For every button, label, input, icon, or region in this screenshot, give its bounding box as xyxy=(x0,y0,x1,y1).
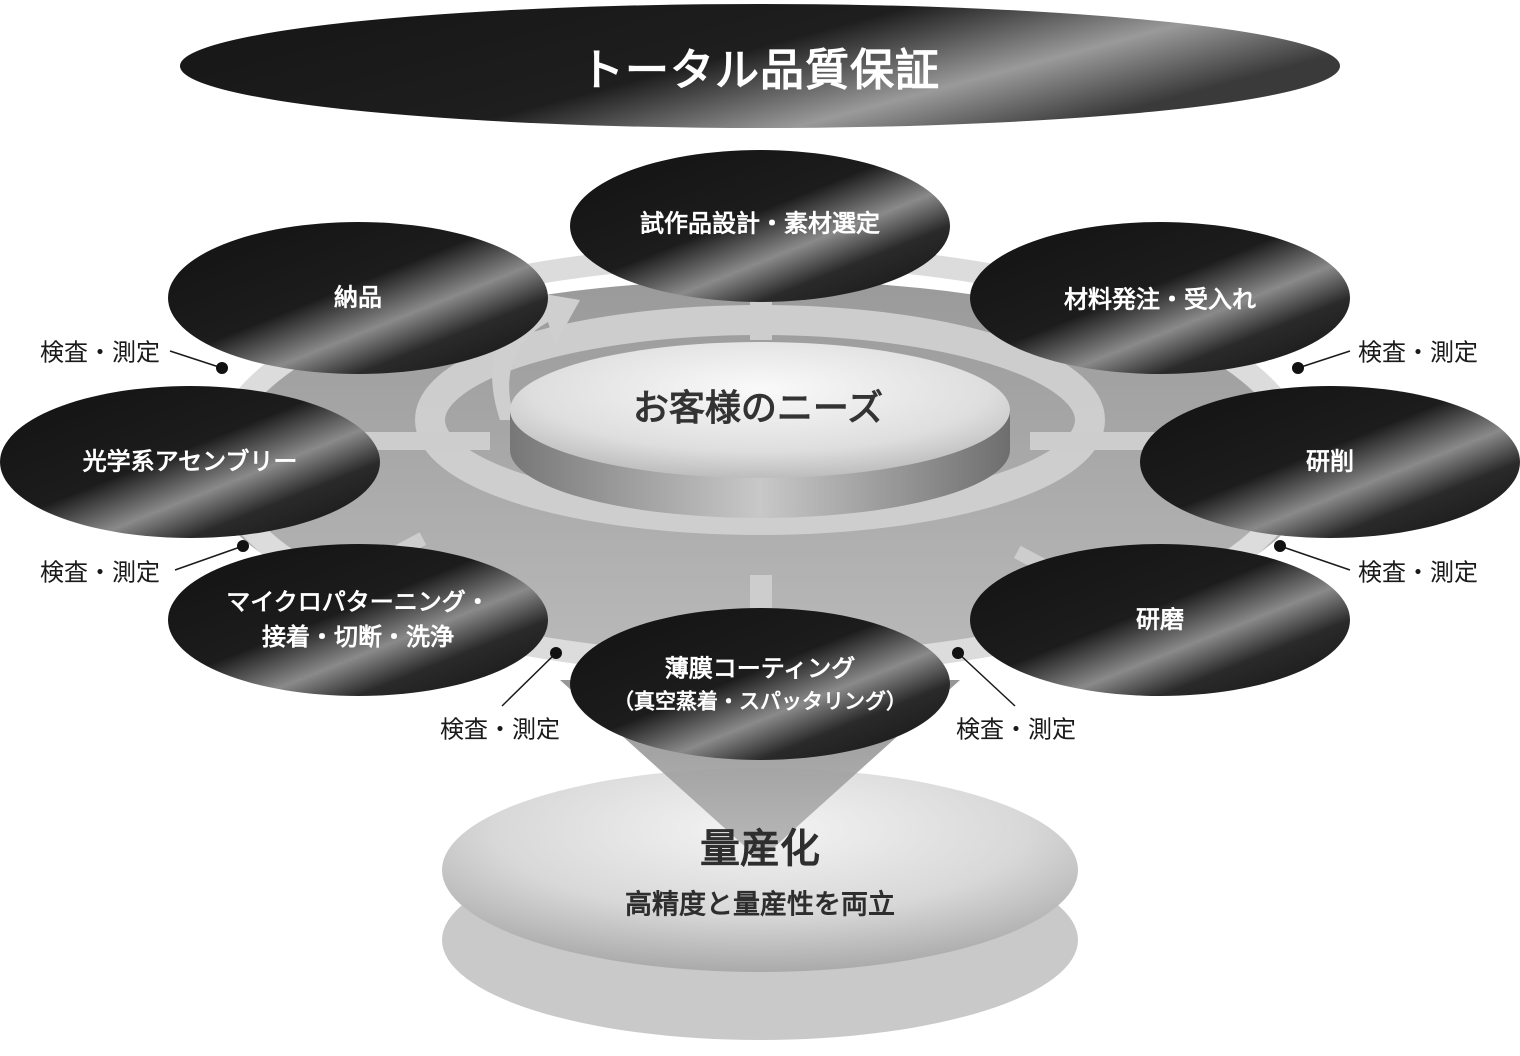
node-delivery-label: 納品 xyxy=(334,283,382,312)
diagram-title: トータル品質保証 xyxy=(580,45,940,96)
node-coating-label-line1: 薄膜コーティング xyxy=(664,654,856,683)
inspection-dots xyxy=(216,362,1304,659)
node-coating-label: 薄膜コーティング （真空蒸着・スパッタリング） xyxy=(613,651,907,716)
node-order-label: 材料発注・受入れ xyxy=(1064,285,1256,314)
mass-production-title: 量産化 xyxy=(700,826,820,872)
node-coating xyxy=(570,608,950,760)
inspection-label-polishing: 検査・測定 xyxy=(1358,558,1478,587)
node-assembly xyxy=(0,386,380,538)
inspection-label-delivery: 検査・測定 xyxy=(40,338,160,367)
node-polishing xyxy=(970,544,1350,696)
node-order xyxy=(970,222,1350,374)
node-design xyxy=(570,150,950,302)
node-delivery xyxy=(168,222,548,374)
node-patterning-label-line2: 接着・切断・洗浄 xyxy=(262,623,454,651)
inspection-label-coating-right: 検査・測定 xyxy=(956,715,1076,744)
inspection-label-coating-left: 検査・測定 xyxy=(440,715,560,744)
node-patterning xyxy=(168,544,548,696)
center-needs-label: お客様のニーズ xyxy=(632,388,884,429)
mass-production-disc-upper xyxy=(442,768,1078,972)
node-assembly-label: 光学系アセンブリー xyxy=(82,447,298,476)
node-coating-label-line2: （真空蒸着・スパッタリング） xyxy=(613,689,907,714)
inspection-leaders xyxy=(169,350,1351,707)
center-pedestal-top xyxy=(510,342,1010,478)
node-grinding xyxy=(1140,386,1520,538)
mass-production-subtitle: 高精度と量産性を両立 xyxy=(625,889,895,921)
node-polishing-label: 研磨 xyxy=(1136,605,1184,634)
title-ellipse xyxy=(180,4,1340,128)
inspection-label-order: 検査・測定 xyxy=(1358,338,1478,367)
node-grinding-label: 研削 xyxy=(1306,447,1354,476)
node-patterning-label-line1: マイクロパターニング・ xyxy=(226,588,490,617)
node-patterning-label: マイクロパターニング・ 接着・切断・洗浄 xyxy=(226,585,490,655)
inspection-label-patterning: 検査・測定 xyxy=(40,558,160,587)
node-design-label: 試作品設計・素材選定 xyxy=(640,209,880,238)
